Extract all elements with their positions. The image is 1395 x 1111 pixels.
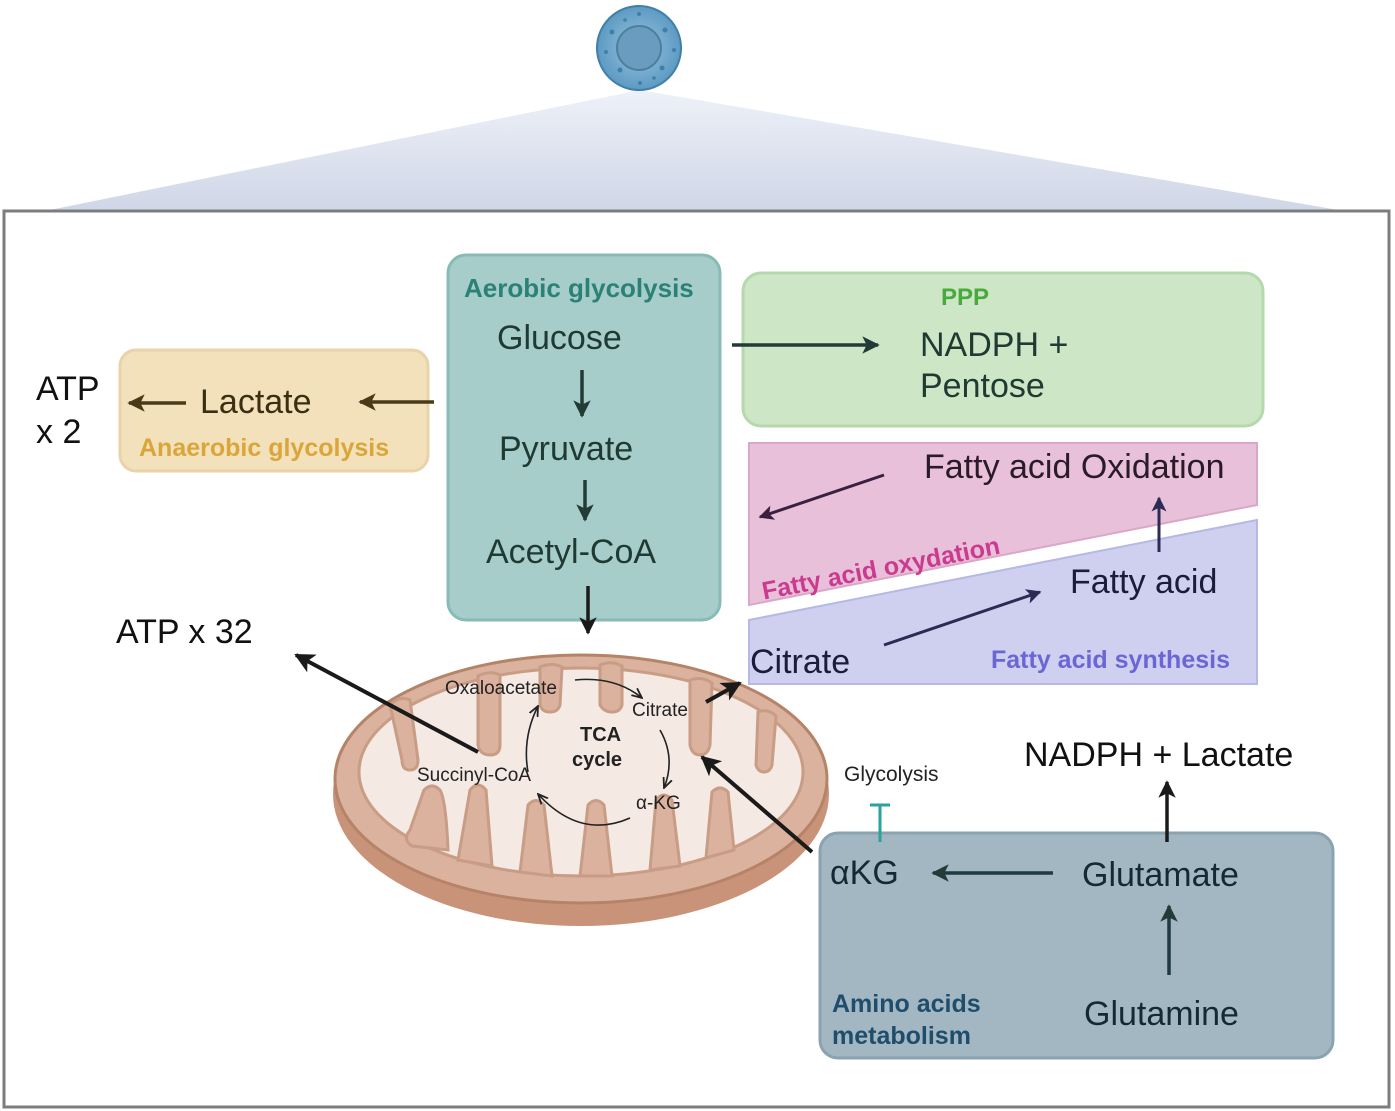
cell-frame [2,209,1391,1109]
zoom-fan [40,90,1350,212]
anaerobic-title: Anaerobic glycolysis [139,434,390,462]
glutamate-label: Glutamate [1082,856,1239,894]
fatty-acid-label: Fatty acid [1070,563,1218,601]
acetyl-coa-label: Acetyl-CoA [486,533,657,571]
arrow-citrate-fattyacid [883,589,1042,647]
atp-32-label: ATP x 32 [116,613,253,651]
arrow-akg-mito [700,755,814,854]
glutamine-label: Glutamine [1084,995,1239,1033]
tca-akg: α-KG [636,793,681,814]
amino-title-line1: Amino acids [832,990,981,1018]
tca-succinyl-coa: Succinyl-CoA [417,765,532,786]
tca-cycle-line1: TCA [580,724,622,746]
atp-2-line1: ATP [36,370,100,408]
anaerobic-box [118,348,430,473]
arrow-fao [758,473,885,520]
tca-oxaloacetate: Oxaloacetate [445,678,557,699]
ppp-line2: Pentose [920,367,1045,405]
tca-cycle-line2: cycle [572,749,623,771]
fas-citrate-label: Citrate [750,643,851,681]
glycolysis-label: Glycolysis [844,763,939,786]
mitochondrion-icon [333,653,829,926]
pyruvate-label: Pyruvate [499,430,634,468]
ppp-box [741,271,1265,428]
ppp-title: PPP [941,284,990,311]
fatty-acid-oxidation-label: Fatty acid Oxidation [924,448,1225,486]
fas-shape [748,518,1258,685]
inhibition-symbol [870,803,890,842]
amino-box [818,831,1335,1060]
fao-shape [748,442,1258,607]
amino-akg-label: αKG [830,854,899,892]
arrow-citrate-out [705,681,742,704]
atp-2-line2: x 2 [36,413,82,451]
amino-title-line2: metabolism [832,1022,971,1050]
glucose-label: Glucose [497,319,622,357]
aerobic-title: Aerobic glycolysis [464,273,694,303]
fas-title: Fatty acid synthesis [991,646,1230,674]
lactate-label: Lactate [200,383,312,421]
nadph-lactate-label: NADPH + Lactate [1024,736,1294,774]
arrow-mito-atp [294,653,479,754]
ppp-line1: NADPH + [920,326,1069,364]
cell-icon [596,5,682,91]
tca-cycle-arrows [525,678,669,826]
tca-citrate: Citrate [632,700,688,721]
